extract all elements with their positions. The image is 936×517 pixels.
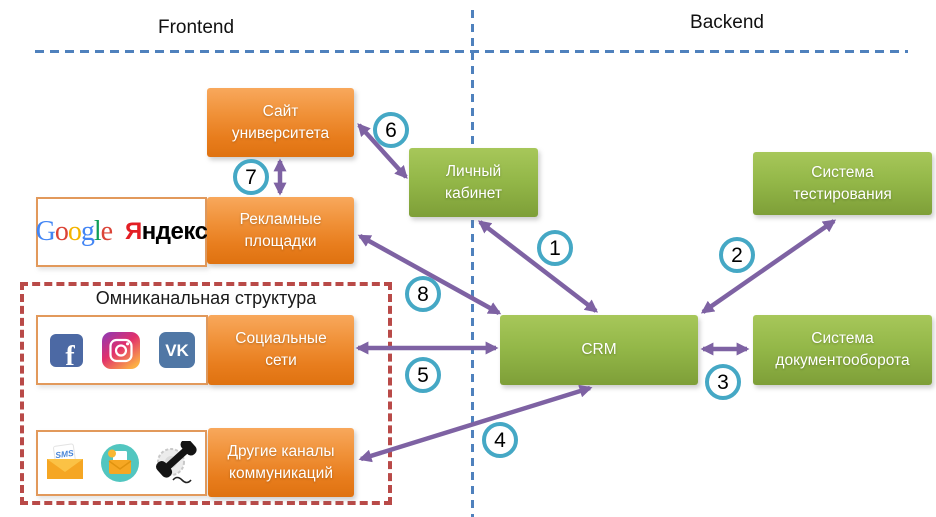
node-ad-platforms: Рекламные площадки bbox=[207, 197, 354, 264]
connector-number-badge-8: 8 bbox=[405, 276, 441, 312]
search-engines-box: Google Яндекс bbox=[35, 197, 208, 267]
connector-number-badge-4: 4 bbox=[482, 422, 518, 458]
google-letter: o bbox=[67, 216, 82, 247]
vk-letters: VK bbox=[165, 341, 189, 360]
frontend-zone-label: Frontend bbox=[157, 17, 235, 38]
connector-number-badge-6: 6 bbox=[373, 112, 409, 148]
node-social-networks: Социальные сети bbox=[208, 315, 354, 385]
facebook-icon: f bbox=[49, 333, 83, 367]
google-letter: g bbox=[80, 216, 95, 247]
sms-envelope-icon: SMS bbox=[46, 443, 83, 479]
connector-1-crm-personal-account bbox=[477, 220, 599, 313]
node-university-site: Сайт университета bbox=[207, 88, 354, 157]
connector-number-badge-2: 2 bbox=[719, 237, 755, 273]
connector-number-badge-1: 1 bbox=[537, 230, 573, 266]
node-document-system: Система документооборота bbox=[753, 315, 932, 385]
google-letter: o bbox=[54, 216, 69, 247]
node-other-channels: Другие каналы коммуникаций bbox=[208, 428, 354, 497]
omnichannel-title: Омниканальная структура bbox=[95, 288, 317, 308]
email-icon bbox=[100, 444, 139, 482]
vk-icon: VK bbox=[158, 332, 195, 368]
yandex-logo: Яндекс bbox=[125, 218, 208, 246]
connector-number-badge-7: 7 bbox=[233, 159, 269, 195]
google-letter: e bbox=[100, 216, 113, 247]
google-letter: G bbox=[35, 216, 56, 247]
connector-number-badge-3: 3 bbox=[705, 364, 741, 400]
yandex-letters: ндекс bbox=[141, 218, 208, 245]
other-channels-icons-box: SMS bbox=[36, 430, 207, 496]
phone-icon bbox=[155, 441, 197, 484]
instagram-icon bbox=[101, 331, 140, 369]
google-logo: Google bbox=[35, 216, 113, 248]
connector-number-badge-5: 5 bbox=[405, 357, 441, 393]
node-testing-system: Система тестирования bbox=[753, 152, 932, 215]
node-crm: CRM bbox=[500, 315, 698, 385]
node-personal-account: Личный кабинет bbox=[409, 148, 538, 217]
yandex-letter: Я bbox=[125, 218, 142, 245]
sms-label: SMS bbox=[54, 448, 74, 461]
zone-divider-vertical-line bbox=[471, 10, 474, 517]
google-letter: l bbox=[93, 216, 102, 247]
backend-zone-label: Backend bbox=[690, 12, 764, 33]
facebook-letter: f bbox=[65, 341, 75, 367]
social-icons-box: f VK bbox=[36, 315, 208, 385]
connector-4-crm-other-channels bbox=[358, 384, 593, 463]
